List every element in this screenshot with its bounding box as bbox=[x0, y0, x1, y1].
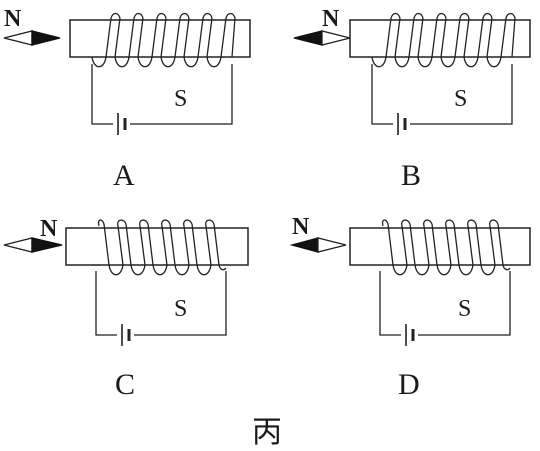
circuit-wire bbox=[95, 271, 227, 336]
coil-winding bbox=[91, 12, 236, 68]
iron-core bbox=[65, 227, 249, 266]
option-label: C bbox=[115, 368, 135, 401]
panel-b: N S B bbox=[293, 6, 531, 192]
coil-winding bbox=[371, 12, 516, 68]
compass-needle bbox=[3, 30, 61, 46]
switch-label: S bbox=[454, 86, 467, 112]
panel-d: N S D bbox=[289, 214, 531, 401]
panel-c: N S C bbox=[3, 216, 249, 401]
compass-north-label: N bbox=[322, 6, 340, 32]
circuit-wire bbox=[371, 64, 513, 125]
option-label: B bbox=[401, 159, 421, 192]
compass-needle bbox=[289, 237, 347, 253]
switch-label: S bbox=[458, 296, 471, 322]
coil-winding bbox=[381, 219, 511, 276]
switch-label: S bbox=[174, 296, 187, 322]
circuit-wire bbox=[91, 64, 233, 125]
iron-core bbox=[349, 227, 531, 266]
figure-caption: 丙 bbox=[252, 416, 282, 449]
compass-needle bbox=[3, 237, 63, 253]
iron-core bbox=[69, 19, 251, 58]
compass-needle bbox=[293, 30, 351, 46]
iron-core bbox=[349, 19, 531, 58]
circuit-wire bbox=[379, 271, 511, 336]
option-label: A bbox=[113, 159, 135, 192]
option-label: D bbox=[398, 368, 420, 401]
coil-winding bbox=[97, 219, 227, 276]
compass-north-label: N bbox=[292, 214, 310, 240]
switch-label: S bbox=[174, 86, 187, 112]
compass-north-label: N bbox=[4, 6, 22, 32]
compass-north-label: N bbox=[40, 216, 58, 242]
panel-a: N S A bbox=[3, 6, 251, 192]
